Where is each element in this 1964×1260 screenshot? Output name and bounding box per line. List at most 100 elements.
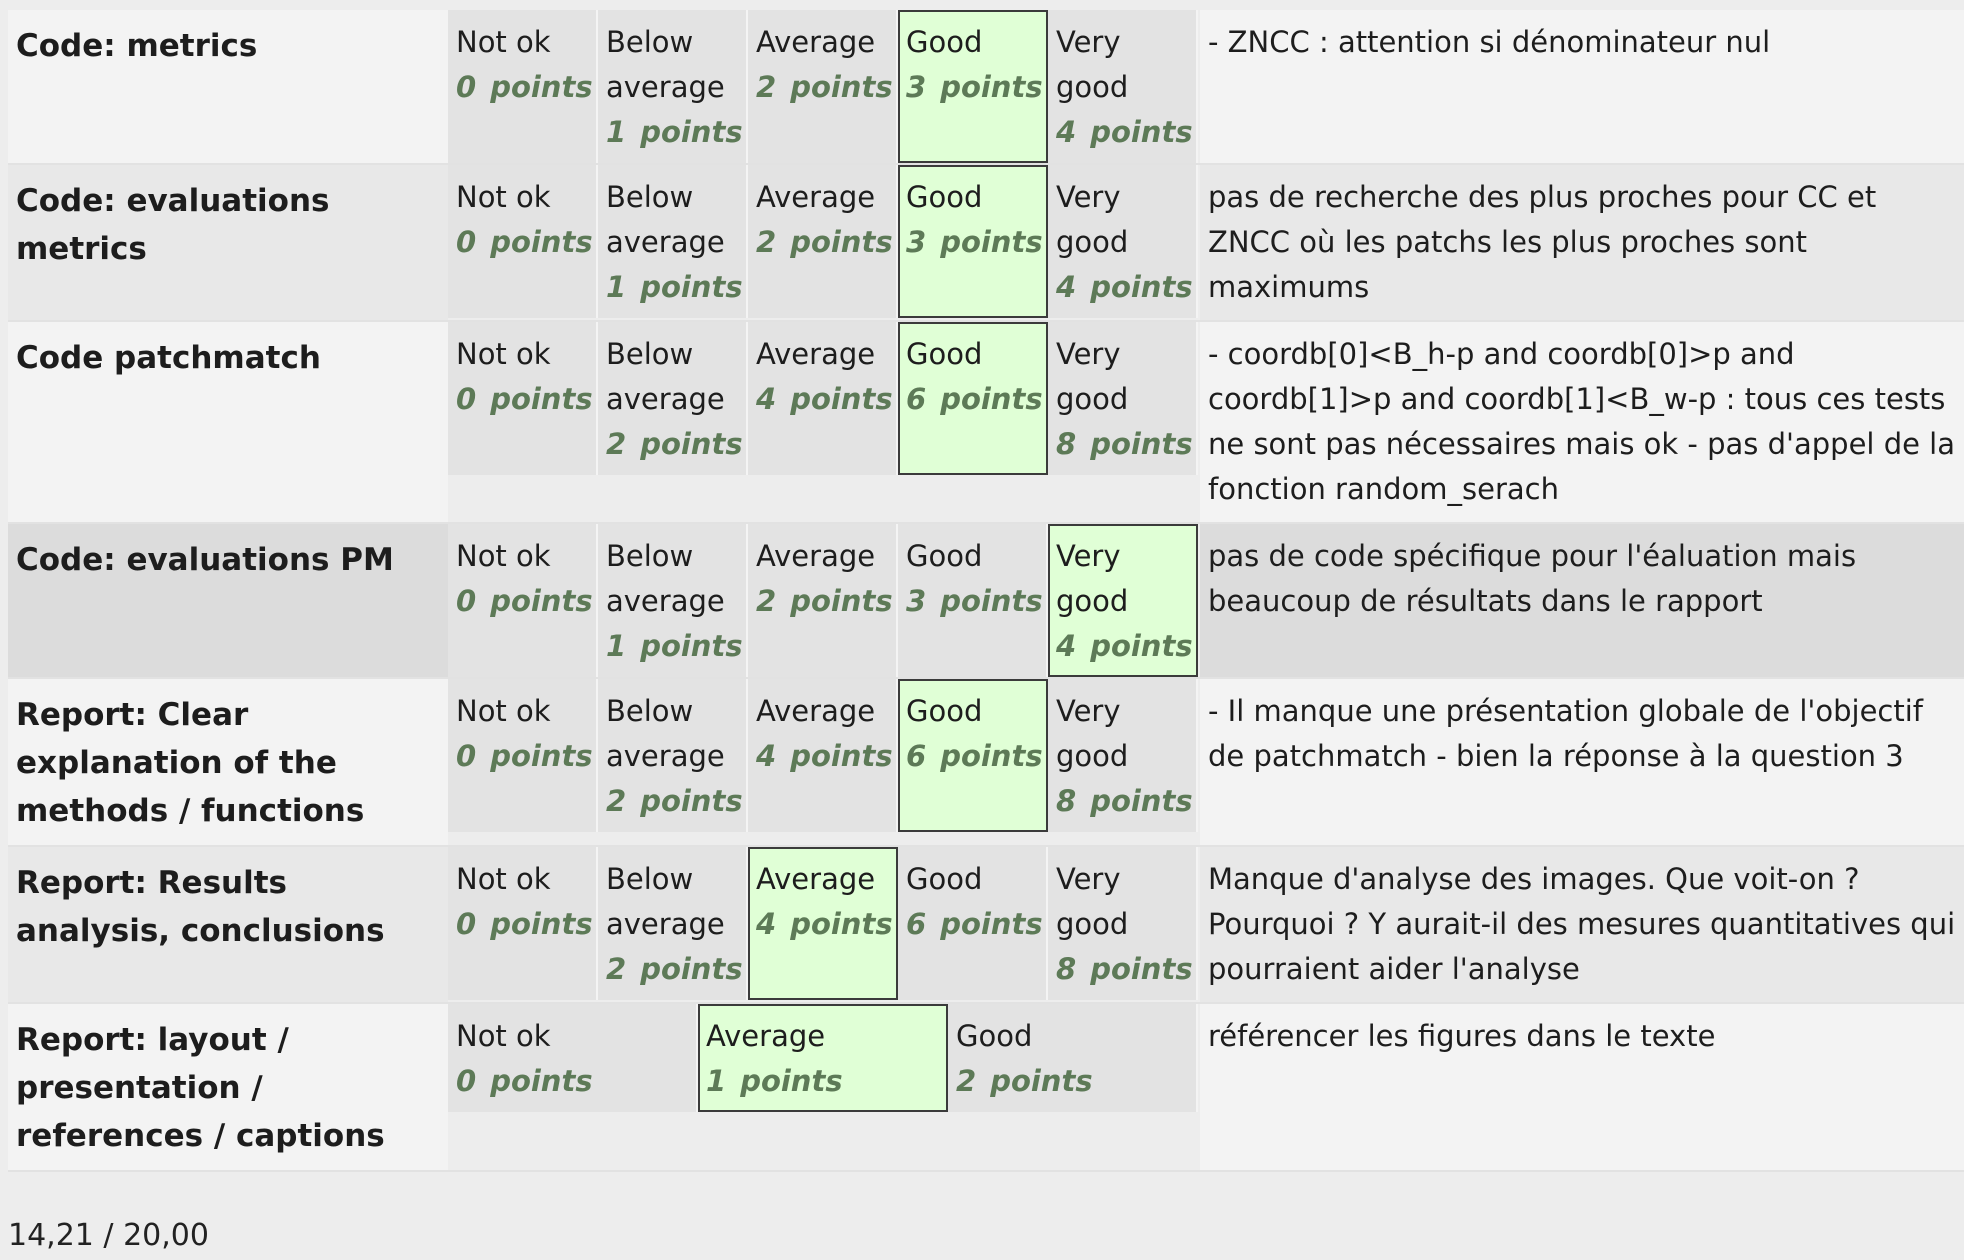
level-unit: points <box>490 70 593 104</box>
level-definition: Good <box>956 1019 1033 1053</box>
level-definition: Average <box>756 539 876 573</box>
level-unit: points <box>640 427 743 461</box>
level-definition: Not ok <box>456 539 551 573</box>
criterion-row: Report: layout / presentation / referenc… <box>8 1003 1964 1172</box>
level-score: 2 <box>756 70 777 104</box>
level-unit: points <box>1090 115 1193 149</box>
level-definition: Very good <box>1056 694 1129 773</box>
level-score: 3 <box>906 225 927 259</box>
level-points: 2 points <box>606 422 743 467</box>
level-unit: points <box>790 739 893 773</box>
level-score: 4 <box>1056 629 1077 663</box>
level-score: 1 <box>606 270 627 304</box>
level-score: 0 <box>456 70 477 104</box>
level-score: 3 <box>906 70 927 104</box>
level-unit: points <box>490 584 593 618</box>
level-score: 2 <box>606 784 627 818</box>
level-unit: points <box>940 225 1043 259</box>
level-definition: Not ok <box>456 694 551 728</box>
level-score: 4 <box>1056 115 1077 149</box>
level-unit: points <box>790 382 893 416</box>
level-definition: Good <box>906 539 983 573</box>
criterion-remark: - Il manque une présentation globale de … <box>1200 678 1964 847</box>
level-definition: Average <box>756 694 876 728</box>
criterion-remark: pas de recherche des plus proches pour C… <box>1200 164 1964 322</box>
level-unit: points <box>940 739 1043 773</box>
level-score: 2 <box>606 427 627 461</box>
level-points: 4 points <box>1056 110 1193 155</box>
level-unit: points <box>790 70 893 104</box>
level-score: 2 <box>606 952 627 986</box>
level-definition: Average <box>756 862 876 896</box>
level-score: 4 <box>756 739 777 773</box>
level-score: 4 <box>756 907 777 941</box>
criterion-name: Code patchmatch <box>8 321 448 524</box>
level-definition: Not ok <box>456 862 551 896</box>
level-definition: Not ok <box>456 1019 551 1053</box>
level-score: 0 <box>456 1064 477 1098</box>
level-option[interactable]: Average 4 points <box>748 679 898 832</box>
level-unit: points <box>640 952 743 986</box>
criterion-name: Report: Clear explanation of the methods… <box>8 678 448 847</box>
criterion-remark: - ZNCC : attention si dénominateur nul <box>1200 10 1964 165</box>
level-score: 2 <box>756 225 777 259</box>
level-definition: Very good <box>1056 862 1129 941</box>
criterion-remark: Manque d'analyse des images. Que voit-on… <box>1200 846 1964 1004</box>
